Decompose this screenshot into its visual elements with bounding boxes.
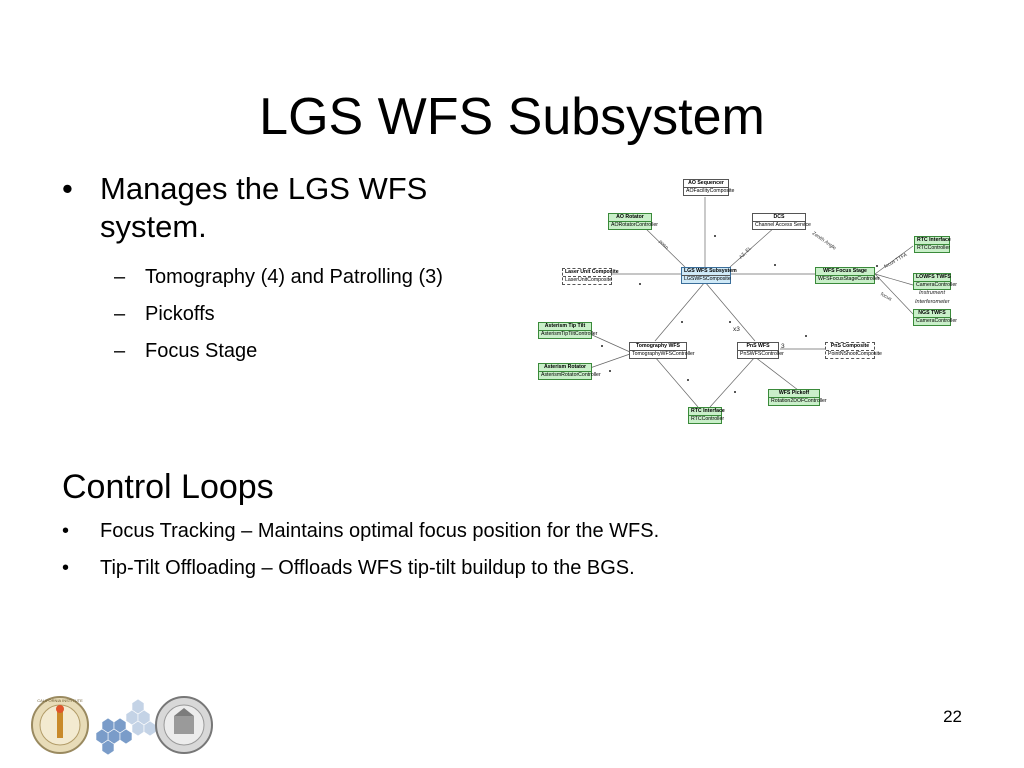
- node-title: RTC Interface: [915, 237, 951, 245]
- node-title: Laser Unit Composite: [563, 269, 619, 277]
- hex-mirror-logo: [95, 698, 157, 756]
- node-tomography-wfs: Tomography WFS TomographyWFSController: [629, 342, 695, 359]
- sub-bullet-text: Tomography (4) and Patrolling (3): [145, 266, 443, 288]
- node-subtitle: PnSWFSController: [740, 351, 784, 357]
- node-rtc-interface-top: RTC Interface RTCController: [914, 236, 951, 253]
- logos: CALIFORNIA INSTITUTE: [30, 694, 214, 756]
- node-subtitle: Rotation2DOFController: [771, 398, 827, 404]
- node-title: WFS Focus Stage: [816, 268, 874, 276]
- subsystem-diagram: AO Sequencer AOFacilityComposite AO Rota…: [530, 170, 960, 430]
- node-wfs-focus-stage: WFS Focus Stage WFSFocusStageController: [815, 267, 880, 284]
- sub-bullet-text: Pickoffs: [145, 303, 215, 325]
- dash-marker: –: [114, 303, 126, 325]
- node-lowfs-twfs: LOWFS TWFS CameraController: [913, 273, 957, 290]
- bullet-dot: •: [62, 520, 70, 542]
- list-item: • Tip-Tilt Offloading – Offloads WFS tip…: [62, 554, 962, 582]
- node-subtitle: AsterismTipTiltController: [541, 331, 598, 337]
- node-rtc-interface-bottom: RTC Interface RTCController: [688, 407, 725, 424]
- node-subtitle: Channel Access Service: [755, 222, 811, 228]
- node-title: PnS WFS: [738, 343, 778, 351]
- svg-text:CALIFORNIA INSTITUTE: CALIFORNIA INSTITUTE: [37, 698, 83, 703]
- list-item: • Focus Tracking – Maintains optimal foc…: [62, 517, 962, 545]
- node-pns-composite: PnS Composite PointNShootComposite: [825, 342, 882, 359]
- node-title: DCS: [753, 214, 805, 222]
- sub-bullet-text: Focus Stage: [145, 340, 258, 362]
- node-ao-rotator: AO Rotator AORotatorController: [608, 213, 658, 230]
- node-subtitle: LaserUnitComposite: [565, 277, 612, 283]
- node-title: LGS WFS Subsystem: [682, 268, 737, 276]
- label-interferometer: Interferometer: [915, 299, 950, 305]
- node-laser-unit: Laser Unit Composite LaserUnitComposite: [562, 268, 619, 285]
- diagram-connectors: [589, 197, 914, 408]
- node-pns-wfs: PnS WFS PnSWFSController: [737, 342, 784, 359]
- node-title: PnS Composite: [826, 343, 874, 351]
- node-subtitle: WFSFocusStageController: [818, 276, 880, 282]
- bullet-main-text: Manages the LGS WFS system.: [100, 171, 428, 244]
- dash-marker: –: [114, 266, 126, 288]
- label-3: 3: [781, 343, 785, 350]
- loop-text: Focus Tracking – Maintains optimal focus…: [100, 520, 660, 542]
- node-title: AO Rotator: [609, 214, 651, 222]
- sub-bullet: – Focus Stage: [114, 338, 502, 364]
- node-subtitle: AsterismRotatorController: [541, 372, 601, 378]
- node-title: Asterism Rotator: [539, 364, 591, 372]
- node-title: WFS Pickoff: [769, 390, 819, 398]
- bullet-dot: •: [62, 171, 73, 206]
- node-lgs-wfs: LGS WFS Subsystem LGSWFSComposite: [681, 267, 737, 284]
- section-title: Control Loops: [62, 468, 274, 506]
- sub-bullet: – Pickoffs: [114, 301, 502, 327]
- node-subtitle: TomographyWFSController: [632, 351, 695, 357]
- node-subtitle: RTCController: [917, 245, 951, 251]
- logo-group: CALIFORNIA INSTITUTE: [31, 696, 213, 756]
- node-title: AO Sequencer: [684, 180, 728, 188]
- uc-seal-logo: [155, 696, 213, 754]
- loop-text: Tip-Tilt Offloading – Offloads WFS tip-t…: [100, 557, 635, 579]
- node-title: Asterism Tip Tilt: [539, 323, 591, 331]
- label-x3: x3: [733, 326, 740, 333]
- node-subtitle: CameraController: [916, 318, 957, 324]
- bullet-main: • Manages the LGS WFS system.: [62, 170, 502, 246]
- node-asterism-rotator: Asterism Rotator AsterismRotatorControll…: [538, 363, 601, 380]
- node-title: NGS TWFS: [914, 310, 950, 318]
- node-subtitle: LGSWFSComposite: [684, 276, 731, 282]
- node-title: Tomography WFS: [630, 343, 686, 351]
- node-subtitle: AORotatorController: [611, 222, 658, 228]
- slide-title: LGS WFS Subsystem: [259, 88, 765, 146]
- caltech-seal-logo: CALIFORNIA INSTITUTE: [31, 696, 89, 754]
- node-dcs: DCS Channel Access Service: [752, 213, 811, 230]
- label-instrument: Instrument: [919, 290, 945, 296]
- node-subtitle: AOFacilityComposite: [686, 188, 735, 194]
- node-subtitle: RTCController: [691, 416, 725, 422]
- node-ao-sequencer: AO Sequencer AOFacilityComposite: [683, 179, 735, 196]
- page-number: 22: [943, 707, 962, 726]
- node-wfs-pickoff: WFS Pickoff Rotation2DOFController: [768, 389, 827, 406]
- sub-bullet: – Tomography (4) and Patrolling (3): [114, 264, 502, 290]
- node-ngs-twfs: NGS TWFS CameraController: [913, 309, 957, 326]
- main-bullets: • Manages the LGS WFS system. – Tomograp…: [62, 170, 502, 364]
- node-title: RTC Interface: [689, 408, 725, 416]
- node-subtitle: CameraController: [916, 282, 957, 288]
- dash-marker: –: [114, 340, 126, 362]
- node-title: LOWFS TWFS: [914, 274, 951, 282]
- bullet-dot: •: [62, 557, 70, 579]
- node-subtitle: PointNShootComposite: [828, 351, 882, 357]
- control-loops-list: • Focus Tracking – Maintains optimal foc…: [62, 517, 962, 591]
- node-asterism-tip-tilt: Asterism Tip Tilt AsterismTipTiltControl…: [538, 322, 598, 339]
